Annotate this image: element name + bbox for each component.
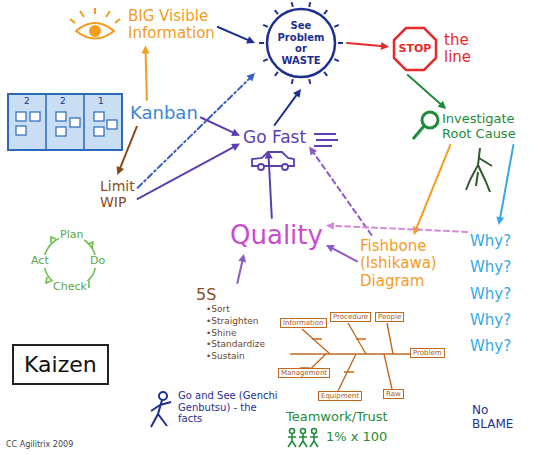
concept-text: Why? Why? Why? Why? Why? (470, 228, 511, 359)
connector (138, 73, 255, 188)
cause-box: Management (278, 368, 330, 378)
node-title: BIG Visible Information (128, 8, 215, 43)
connector-line (138, 79, 250, 188)
connector (142, 46, 150, 101)
connector-line (218, 27, 248, 40)
cause-box: Information (280, 318, 327, 328)
concept-text: Quality (230, 221, 323, 251)
note-text: Go and See (Genchi Genbutsu) - the facts (178, 390, 280, 425)
kaizen-box: Kaizen (12, 344, 109, 385)
node-title: 5S (196, 286, 265, 304)
connector-line (417, 145, 451, 228)
eye-icon (70, 8, 120, 39)
connector-line (408, 75, 440, 104)
connector-line (334, 226, 467, 232)
note-text: 1% x 100 (326, 430, 387, 445)
arrow-head (142, 46, 150, 54)
concept-text: Kanban (130, 103, 198, 124)
fishbone-sketch (290, 323, 410, 391)
credit-text: CC Agilitrix 2009 (6, 440, 73, 449)
node-title: Fishbone (Ishikawa) Diagram (360, 238, 437, 290)
connector (326, 245, 357, 261)
concept-text: Limit WIP (100, 178, 135, 210)
connector-line (237, 262, 242, 283)
node-title: Kanban (130, 103, 198, 124)
problem-sun: See Problem or WASTE (258, 0, 344, 86)
node-title: STOP (392, 26, 438, 72)
note-text: No BLAME (472, 404, 513, 432)
connector (138, 144, 240, 199)
connector-line (333, 249, 357, 262)
cycle-step: Act (30, 255, 50, 268)
connector-line (347, 43, 381, 46)
concept-text: Investigate Root Cause (442, 112, 526, 142)
concept-text: Fishbone (Ishikawa) Diagram (360, 238, 437, 290)
connector (413, 145, 450, 235)
node-title: Quality (230, 221, 323, 251)
concept-text: 5S•Sort •Straighten •Shine •Standardize … (196, 286, 265, 363)
arrow-head (326, 222, 334, 230)
cycle-step: Check (52, 281, 88, 294)
node-body: the line (444, 32, 471, 67)
cause-box: Procedure (330, 312, 371, 322)
connector-line (269, 159, 272, 219)
stop-sign: STOPthe line (392, 26, 471, 72)
car-icon (252, 152, 294, 170)
concept-text: Go Fast (243, 128, 306, 148)
callout-number: 1 (98, 96, 104, 106)
team-figures (288, 429, 318, 448)
arrow-head (309, 147, 317, 156)
connector (117, 127, 137, 175)
connector-line (275, 95, 297, 125)
kanban-board (8, 94, 122, 150)
connector (201, 118, 240, 137)
arrow-head (293, 89, 301, 98)
callout-number: 2 (24, 96, 30, 106)
node-title: Go Fast (243, 128, 306, 148)
magnifier-icon (413, 112, 438, 139)
speed-lines (314, 134, 338, 146)
node-title: Limit WIP (100, 178, 135, 210)
sun-circle (267, 9, 335, 77)
connector (347, 42, 389, 50)
connector-line (201, 118, 233, 133)
cause-box: Equipment (318, 391, 362, 401)
connector (237, 254, 246, 283)
node-title: See Problem or WASTE (278, 20, 325, 66)
concept-text: BIG Visible Information (128, 8, 215, 43)
connector (496, 145, 513, 225)
connector-line (146, 54, 147, 101)
root-drawing (466, 148, 492, 192)
connector-line (500, 145, 513, 217)
connector (265, 151, 273, 219)
connector (218, 27, 255, 44)
cycle-step: Do (89, 255, 106, 268)
node-title: Kaizen (24, 352, 97, 377)
node-title: Why? Why? Why? Why? Why? (470, 228, 511, 359)
cycle-step: Plan (59, 229, 84, 242)
walking-figure (151, 392, 171, 427)
effect-box: Problem (410, 348, 445, 358)
arrow-head (265, 151, 273, 159)
connector (326, 222, 467, 232)
note-text: Teamwork/Trust (286, 410, 388, 425)
cause-box: People (375, 312, 404, 322)
callout-number: 2 (60, 96, 66, 106)
node-title: Investigate Root Cause (442, 112, 526, 142)
sun-rays (259, 2, 343, 84)
connector (408, 75, 446, 109)
connector-line (120, 127, 137, 168)
connector (275, 89, 301, 125)
cause-box: Raw (383, 389, 404, 399)
node-body: •Sort •Straighten •Shine •Standardize •S… (206, 304, 265, 362)
